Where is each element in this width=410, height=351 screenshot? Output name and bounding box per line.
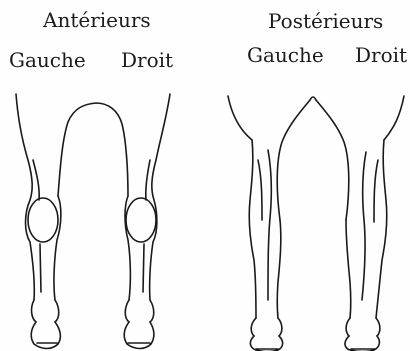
- anterior-left-knee: [28, 198, 58, 242]
- posterior-left-leg-inner: [277, 220, 281, 318]
- anterior-left-leg-outer: [16, 94, 34, 300]
- posterior-right-leg-outer: [376, 140, 387, 318]
- anterior-left-leg-tendon: [33, 160, 39, 200]
- posterior-left-tendon-1: [258, 160, 262, 220]
- posterior-midline-right: [316, 100, 349, 220]
- posterior-right-hoof: [345, 336, 379, 351]
- anterior-legs: [16, 94, 170, 349]
- posterior-right-tendon-2: [362, 152, 366, 300]
- posterior-right-fetlock: [346, 318, 380, 336]
- posterior-left-fetlock: [251, 318, 282, 336]
- anterior-left-cannon: [40, 244, 41, 292]
- anterior-left-hoof: [31, 322, 60, 349]
- posterior-left-tendon-2: [268, 150, 271, 300]
- anterior-right-knee: [126, 198, 156, 242]
- anterior-left-fetlock: [32, 300, 59, 322]
- anterior-right-fetlock: [125, 300, 154, 322]
- posterior-left-buttock: [228, 96, 252, 140]
- posterior-right-buttock: [384, 96, 404, 140]
- posterior-left-leg-outer: [249, 140, 256, 318]
- posterior-legs: [228, 96, 404, 351]
- anterior-right-hoof: [124, 322, 154, 349]
- anterior-right-leg-outer: [150, 94, 170, 300]
- anterior-chest-arch: [58, 103, 128, 196]
- posterior-top-join: [310, 97, 316, 100]
- posterior-right-leg-inner: [346, 220, 351, 318]
- anterior-right-cannon: [143, 244, 144, 292]
- anterior-right-leg-tendon: [146, 160, 150, 200]
- posterior-left-hoof: [250, 336, 282, 351]
- posterior-midline-left: [277, 100, 310, 220]
- posterior-right-tendon-1: [374, 160, 378, 222]
